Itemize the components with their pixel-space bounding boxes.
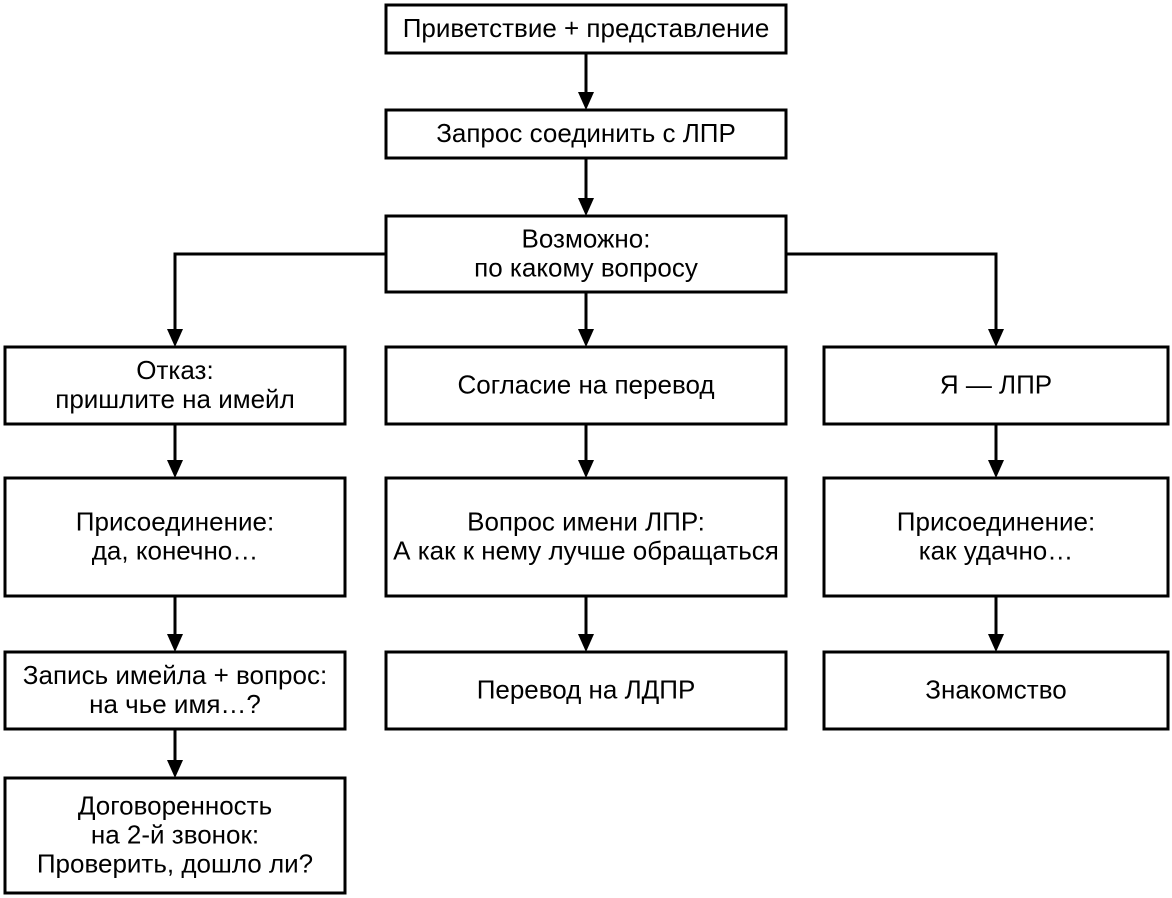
- arrowhead-icon: [578, 329, 594, 347]
- node-join-left: Присоединение:да, конечно…: [3, 476, 347, 598]
- node-label-line: на 2-й звонок:: [91, 819, 259, 849]
- node-label-line: Отказ:: [136, 355, 213, 385]
- node-box: [384, 214, 788, 294]
- node-label-line: на чье имя…?: [89, 689, 261, 719]
- node-label-line: Присоединение:: [897, 506, 1095, 536]
- node-label-line: Присоединение:: [76, 506, 274, 536]
- edges: [167, 53, 1004, 778]
- node-label-line: Вопрос имени ЛПР:: [467, 506, 705, 536]
- arrowhead-icon: [988, 329, 1004, 347]
- edge-agree-to-ask-name: [578, 424, 594, 478]
- edge-maybe-to-im-lpr: [786, 252, 1004, 347]
- arrowhead-icon: [988, 634, 1004, 652]
- node-label-line: как удачно…: [919, 535, 1074, 565]
- node-label-line: Запись имейла + вопрос:: [23, 660, 327, 690]
- node-box: [822, 476, 1170, 598]
- node-box: [384, 3, 788, 55]
- arrowhead-icon: [167, 329, 183, 347]
- node-box: [384, 650, 788, 731]
- node-label-line: Согласие на перевод: [457, 369, 714, 399]
- node-box: [3, 776, 347, 895]
- node-record-email: Запись имейла + вопрос:на чье имя…?: [3, 650, 347, 731]
- node-label-line: Я — ЛПР: [940, 369, 1052, 399]
- node-greeting: Приветствие + представление: [384, 3, 788, 55]
- node-transfer: Перевод на ЛДПР: [384, 650, 788, 731]
- node-label-line: Знакомство: [925, 674, 1066, 704]
- node-label-line: Приветствие + представление: [403, 13, 770, 43]
- arrowhead-icon: [578, 634, 594, 652]
- node-box: [384, 476, 788, 598]
- node-label-line: Договоренность: [78, 790, 272, 820]
- node-label-line: пришлите на имейл: [55, 384, 295, 414]
- node-box: [3, 345, 347, 426]
- node-label-line: да, конечно…: [92, 535, 259, 565]
- node-box: [3, 650, 347, 731]
- node-acquaint: Знакомство: [822, 650, 1170, 731]
- node-label-line: Перевод на ЛДПР: [477, 674, 696, 704]
- arrowhead-icon: [167, 460, 183, 478]
- node-im-lpr: Я — ЛПР: [822, 345, 1170, 426]
- edge-record-email-to-second-call: [167, 729, 183, 778]
- connector-line: [173, 252, 386, 331]
- edge-request-to-maybe: [578, 158, 594, 216]
- edge-join-right-to-acquaint: [988, 596, 1004, 652]
- node-box: [3, 476, 347, 598]
- node-label-line: Возможно:: [522, 223, 651, 253]
- node-box: [822, 345, 1170, 426]
- arrowhead-icon: [578, 198, 594, 216]
- node-label-line: по какому вопросу: [474, 252, 698, 282]
- node-request: Запрос соединить с ЛПР: [384, 108, 788, 160]
- arrowhead-icon: [167, 760, 183, 778]
- node-label-line: Проверить, дошло ли?: [37, 848, 313, 878]
- edge-im-lpr-to-join-right: [988, 424, 1004, 478]
- edge-join-left-to-record-email: [167, 596, 183, 652]
- arrowhead-icon: [167, 634, 183, 652]
- arrowhead-icon: [578, 92, 594, 110]
- arrowhead-icon: [578, 460, 594, 478]
- node-label-line: А как к нему лучше обращаться: [393, 535, 779, 565]
- edge-refusal-to-join-left: [167, 424, 183, 478]
- node-agree: Согласие на перевод: [384, 345, 788, 426]
- node-refusal: Отказ:пришлите на имейл: [3, 345, 347, 426]
- edge-maybe-to-agree: [578, 292, 594, 347]
- node-ask-name: Вопрос имени ЛПР:А как к нему лучше обра…: [384, 476, 788, 598]
- edge-maybe-to-refusal: [167, 252, 386, 347]
- edge-ask-name-to-transfer: [578, 596, 594, 652]
- arrowhead-icon: [988, 460, 1004, 478]
- node-box: [822, 650, 1170, 731]
- connector-line: [786, 252, 998, 331]
- node-box: [384, 345, 788, 426]
- node-label-line: Запрос соединить с ЛПР: [436, 118, 736, 148]
- node-maybe: Возможно:по какому вопросу: [384, 214, 788, 294]
- node-box: [384, 108, 788, 160]
- node-join-right: Присоединение:как удачно…: [822, 476, 1170, 598]
- edge-greeting-to-request: [578, 53, 594, 110]
